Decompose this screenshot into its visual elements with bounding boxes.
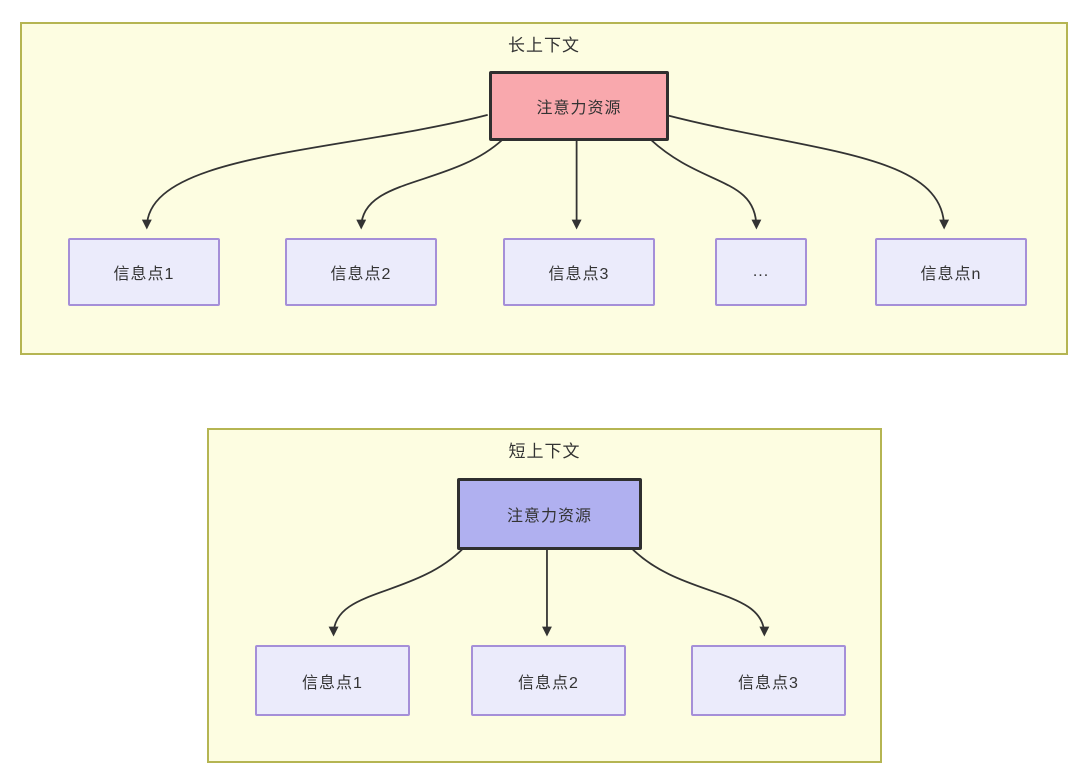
- attention-resource-node-long: 注意力资源: [489, 71, 669, 141]
- short-context-panel-title: 短上下文: [508, 442, 581, 461]
- long-context-panel: 长上下文 注意力资源 信息点1 信息点2 信息点3 ... 信息点n: [20, 22, 1068, 355]
- info-point-1-node-short: 信息点1: [255, 645, 410, 716]
- info-point-2-node-short: 信息点2: [471, 645, 626, 716]
- long-context-arrows: [141, 114, 950, 230]
- arrow-to-info-1: [141, 114, 488, 230]
- attention-resource-node-short: 注意力资源: [457, 478, 642, 550]
- info-point-2-node-long: 信息点2: [285, 238, 437, 306]
- info-point-3-node-short: 信息点3: [691, 645, 846, 716]
- short-context-panel: 短上下文 注意力资源 信息点1 信息点2 信息点3: [207, 428, 882, 763]
- arrow-to-info-2: [356, 138, 504, 230]
- arrow-to-info-ellipsis: [650, 138, 762, 230]
- arrow-to-info-3-short: [631, 547, 770, 637]
- info-point-1-node-long: 信息点1: [68, 238, 220, 306]
- info-point-n-node-long: 信息点n: [875, 238, 1027, 306]
- info-point-3-node-long: 信息点3: [503, 238, 655, 306]
- arrow-to-info-n: [665, 114, 950, 230]
- short-context-arrows: [328, 547, 770, 637]
- long-context-panel-title: 长上下文: [508, 36, 580, 55]
- arrow-to-info-1-short: [328, 547, 464, 637]
- info-point-ellipsis-node-long: ...: [715, 238, 807, 306]
